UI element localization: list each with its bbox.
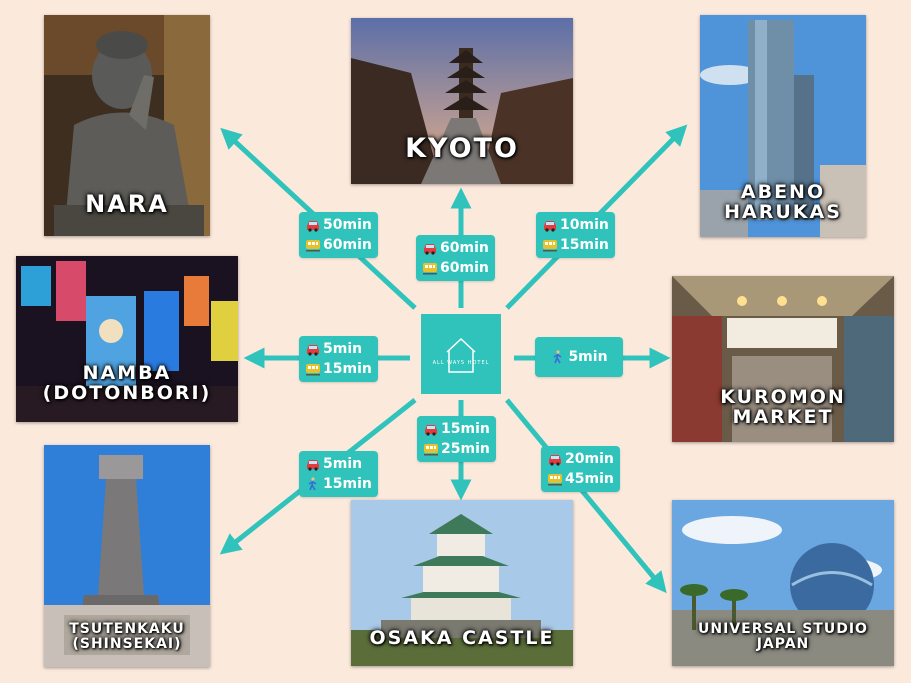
train-icon <box>542 238 558 252</box>
badge-kyoto: 60min 60min <box>416 235 495 281</box>
castle-train-time: 25min <box>441 441 490 457</box>
destination-kuromon-market: KUROMON MARKET <box>672 276 894 442</box>
train-icon <box>547 472 563 486</box>
nara-buddha-image <box>44 15 210 236</box>
car-icon <box>423 422 439 436</box>
kyoto-label: KYOTO <box>405 133 519 164</box>
kuromon-market-image <box>672 276 894 442</box>
car-icon <box>542 218 558 232</box>
universal-studio-image <box>672 500 894 666</box>
usj-label-line1: UNIVERSAL STUDIO <box>698 621 868 637</box>
osaka-castle-image <box>351 500 573 666</box>
house-outline-icon <box>446 337 476 373</box>
usj-label-line2: JAPAN <box>756 635 810 652</box>
car-icon <box>422 241 438 255</box>
castle-car-time: 15min <box>441 421 490 437</box>
kuromon-label-line2: MARKET <box>732 405 834 428</box>
tsutenkaku-label-line1: TSUTENKAKU <box>69 621 185 637</box>
kyoto-car-time: 60min <box>440 240 489 256</box>
walking-person-icon <box>305 477 321 491</box>
badge-nara: 50min 60min <box>299 212 378 258</box>
car-icon <box>305 218 321 232</box>
namba-car-time: 5min <box>323 341 363 357</box>
kuromon-label-line1: KUROMON <box>720 386 846 408</box>
kyoto-pagoda-image <box>351 18 573 184</box>
destination-nara: NARA <box>44 15 210 236</box>
tsutenkaku-label-line2: (SHINSEKAI) <box>72 635 182 652</box>
abeno-train-time: 15min <box>560 237 609 253</box>
usj-label: UNIVERSAL STUDIO JAPAN <box>672 622 894 651</box>
namba-label-line2: (DOTONBORI) <box>42 381 212 404</box>
abeno-label-line2: HARUKAS <box>724 200 842 223</box>
tsutenkaku-walk-time: 15min <box>323 476 372 492</box>
namba-dotonbori-image <box>16 256 238 422</box>
abeno-label-line1: ABENO <box>740 181 826 203</box>
kuromon-label: KUROMON MARKET <box>672 386 894 428</box>
hotel-hub: ALL WAYS HOTEL <box>421 314 501 394</box>
car-icon <box>305 457 321 471</box>
destination-usj: UNIVERSAL STUDIO JAPAN <box>672 500 894 666</box>
destination-abeno-harukas: ABENO HARUKAS <box>700 15 866 237</box>
namba-label: NAMBA (DOTONBORI) <box>16 362 238 404</box>
tsutenkaku-tower-image <box>44 445 210 667</box>
destination-tsutenkaku: TSUTENKAKU (SHINSEKAI) <box>44 445 210 667</box>
kyoto-train-time: 60min <box>440 260 489 276</box>
kuromon-walk-time: 5min <box>568 349 608 365</box>
car-icon <box>305 342 321 356</box>
hotel-logo-text: ALL WAYS HOTEL <box>432 360 490 366</box>
nara-train-time: 60min <box>323 237 372 253</box>
destination-kyoto: KYOTO <box>351 18 573 184</box>
train-icon <box>305 362 321 376</box>
abeno-harukas-image <box>700 15 866 237</box>
destination-osaka-castle: OSAKA CASTLE <box>351 500 573 666</box>
tsutenkaku-car-time: 5min <box>323 456 363 472</box>
namba-label-line1: NAMBA <box>82 362 172 384</box>
car-icon <box>547 452 563 466</box>
usj-train-time: 45min <box>565 471 614 487</box>
badge-tsutenkaku: 5min 15min <box>299 451 378 497</box>
abeno-label: ABENO HARUKAS <box>700 181 866 223</box>
train-icon <box>422 261 438 275</box>
castle-label: OSAKA CASTLE <box>369 627 555 649</box>
nara-car-time: 50min <box>323 217 372 233</box>
nara-label: NARA <box>85 190 169 218</box>
destination-namba: NAMBA (DOTONBORI) <box>16 256 238 422</box>
badge-castle: 15min 25min <box>417 416 496 462</box>
arrow-to-usj <box>505 398 667 594</box>
train-icon <box>423 442 439 456</box>
abeno-car-time: 10min <box>560 217 609 233</box>
usj-car-time: 20min <box>565 451 614 467</box>
badge-namba: 5min 15min <box>299 336 378 382</box>
badge-usj: 20min 45min <box>541 446 620 492</box>
tsutenkaku-label: TSUTENKAKU (SHINSEKAI) <box>44 622 210 651</box>
train-icon <box>305 238 321 252</box>
namba-train-time: 15min <box>323 361 372 377</box>
badge-abeno: 10min 15min <box>536 212 615 258</box>
badge-kuromon: 5min <box>535 337 623 377</box>
walking-person-icon <box>550 350 566 364</box>
